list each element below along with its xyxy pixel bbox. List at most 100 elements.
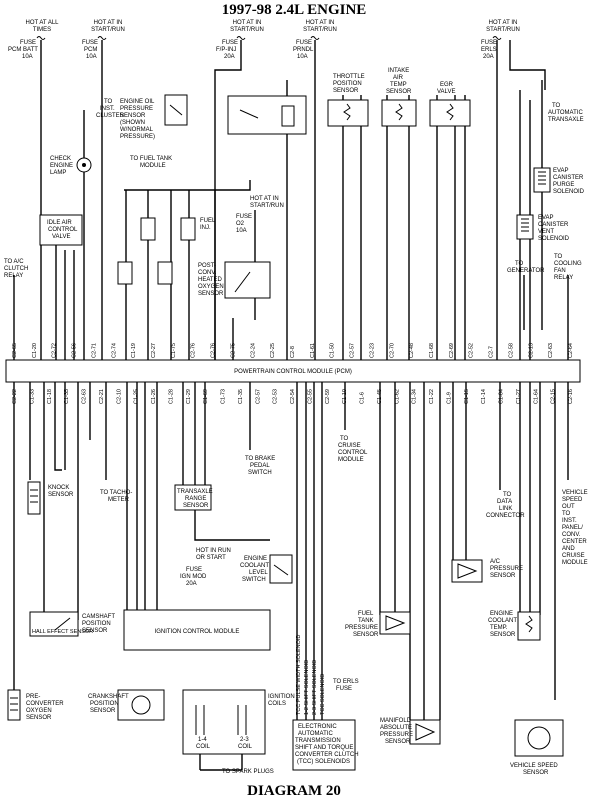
- pcm-pin-label: C2-72: [52, 343, 58, 358]
- svg-text:SENSOR: SENSOR: [490, 573, 516, 579]
- pcm-box: [5, 359, 581, 383]
- crankshaft-position-sensor: CRANKSHAFT POSITION SENSOR: [88, 689, 165, 721]
- vss-out-line: MODULE: [562, 560, 588, 566]
- svg-text:TO: TO: [104, 99, 113, 105]
- camshaft-position-sensor: CAMSHAFT POSITION SENSOR HALL EFFECT SEN…: [29, 611, 115, 637]
- svg-text:CAMSHAFT: CAMSHAFT: [82, 614, 115, 620]
- svg-text:ENGINE OIL: ENGINE OIL: [120, 99, 155, 105]
- svg-text:PRESSURE: PRESSURE: [490, 566, 523, 572]
- pcm-pin-label: C2-23: [369, 343, 375, 358]
- pcm-pin-label: C1-15: [464, 389, 470, 404]
- svg-text:CANISTER: CANISTER: [538, 222, 569, 228]
- svg-text:10A: 10A: [236, 228, 247, 234]
- svg-text:ENGINE: ENGINE: [50, 163, 73, 169]
- svg-text:AUTOMATIC: AUTOMATIC: [548, 110, 583, 116]
- svg-text:OXYGEN: OXYGEN: [198, 284, 224, 290]
- svg-text:SENSOR: SENSOR: [48, 492, 74, 498]
- svg-text:PCM: PCM: [84, 47, 97, 53]
- svg-text:TO BRAKE: TO BRAKE: [245, 456, 275, 462]
- pcm-pin-label: C1-73: [221, 389, 227, 404]
- svg-text:RELAY: RELAY: [4, 273, 23, 279]
- svg-text:CONTROL: CONTROL: [48, 227, 78, 233]
- svg-text:START/RUN: START/RUN: [303, 27, 337, 33]
- to-spark-plugs: TO SPARK PLUGS: [222, 769, 274, 775]
- to-fuel-tank-module: TO FUEL TANK MODULE: [130, 156, 172, 169]
- power-source-prndl: HOT AT IN START/RUN FUSE PRNDL 10A: [293, 20, 337, 60]
- svg-text:SENSOR: SENSOR: [120, 113, 146, 119]
- pcm-pin-label: C2-58: [508, 343, 514, 358]
- svg-text:HOT AT ALL: HOT AT ALL: [25, 20, 59, 26]
- svg-text:THROTTLE: THROTTLE: [333, 74, 365, 80]
- svg-text:CONTROL: CONTROL: [338, 450, 368, 456]
- pcm-pin-label: C1-14: [481, 389, 487, 404]
- pcm-pin-label: C2-10: [116, 389, 122, 404]
- svg-text:20A: 20A: [224, 54, 235, 60]
- svg-text:TO A/C: TO A/C: [4, 259, 24, 265]
- svg-text:START/RUN: START/RUN: [91, 27, 125, 33]
- svg-text:FUSE: FUSE: [82, 40, 98, 46]
- svg-text:1-4: 1-4: [198, 737, 207, 743]
- pcm-pin-label: C2-71: [91, 343, 97, 358]
- to-instrument-cluster: TO INST. CLUSTER: [96, 99, 125, 119]
- pcm-pin-label: C1-29: [186, 389, 192, 404]
- svg-text:TO ERLS: TO ERLS: [333, 679, 359, 685]
- pcm-pin-label: C2-74: [111, 343, 117, 358]
- pcm-pin-label: C2-64: [568, 343, 574, 358]
- tcc-vertical-label: 2-3 SHIFT SOLENOID: [312, 660, 318, 715]
- ignition-coils: IGNITION COILS 1-4 COIL 2-3 COIL TO SPAR…: [182, 689, 295, 775]
- diagram-footer: DIAGRAM 20: [247, 783, 341, 799]
- to-automatic-transaxle: TO AUTOMATIC TRANSAXLE: [548, 103, 584, 123]
- tcc-vertical-label: TCC PULSE WIDTH SOLENOID: [296, 635, 302, 715]
- pcm-pin-label: C2-13: [528, 343, 534, 358]
- evap-purge-solenoid: EVAP CANISTER PURGE SOLENOID: [533, 167, 585, 195]
- svg-text:TRANSAXLE: TRANSAXLE: [177, 489, 213, 495]
- svg-text:SENSOR: SENSOR: [26, 715, 52, 721]
- pcm-pin-label: C2-7: [489, 346, 495, 358]
- svg-text:CLUSTER: CLUSTER: [96, 113, 125, 119]
- svg-text:SENSOR: SENSOR: [333, 88, 359, 94]
- svg-text:TIMES: TIMES: [33, 27, 51, 33]
- bottom-wires: [13, 382, 569, 720]
- svg-text:POSITION: POSITION: [333, 81, 362, 87]
- svg-text:SENSOR: SENSOR: [353, 632, 379, 638]
- vss-out-line: CONV.: [562, 532, 581, 538]
- pcm-pin-label: C2-16: [568, 389, 574, 404]
- svg-text:COOLANT: COOLANT: [240, 563, 269, 569]
- svg-text:TO FUEL TANK: TO FUEL TANK: [130, 156, 172, 162]
- fuse-symbols: [36, 36, 502, 40]
- svg-text:20A: 20A: [186, 581, 197, 587]
- pcm-pin-label: C2-22: [12, 389, 18, 404]
- svg-text:ABSOLUTE: ABSOLUTE: [380, 725, 412, 731]
- svg-text:FUEL: FUEL: [358, 611, 374, 617]
- pcm-pin-label: C1-64: [533, 389, 539, 404]
- svg-text:FAN: FAN: [554, 268, 566, 274]
- svg-text:DATA: DATA: [497, 499, 512, 505]
- svg-text:HOT AT IN: HOT AT IN: [306, 20, 335, 26]
- svg-text:FUSE: FUSE: [481, 40, 497, 46]
- svg-text:POSITION: POSITION: [82, 621, 111, 627]
- svg-text:SENSOR: SENSOR: [183, 503, 209, 509]
- o2-fuse: HOT AT IN START/RUN FUSE O2 10A: [236, 196, 284, 234]
- svg-text:CLUTCH: CLUTCH: [4, 266, 28, 272]
- svg-text:START/RUN: START/RUN: [486, 27, 520, 33]
- vehicle-speed-sensor: VEHICLE SPEED SENSOR: [510, 719, 564, 776]
- vss-out-line: INST.: [562, 518, 577, 524]
- svg-text:KNOCK: KNOCK: [48, 485, 69, 491]
- pcm-pin-label: C2-27: [151, 343, 157, 358]
- pcm-pin-label: C1-62: [394, 389, 400, 404]
- svg-text:FUEL: FUEL: [200, 218, 216, 224]
- svg-text:POST-: POST-: [198, 263, 216, 269]
- transaxle-range-sensor: TRANSAXLE RANGE SENSOR: [174, 484, 213, 511]
- pcm-pin-label: C1-50: [330, 343, 336, 358]
- svg-text:CANISTER: CANISTER: [553, 175, 584, 181]
- svg-text:PRNDL: PRNDL: [293, 47, 314, 53]
- svg-text:SENSOR: SENSOR: [198, 291, 224, 297]
- svg-text:TO: TO: [340, 436, 349, 442]
- pcm-pin-label: C2-75: [230, 343, 236, 358]
- top-wires: [13, 40, 569, 360]
- pcm-pin-label: C1-26: [151, 389, 157, 404]
- fuel-injectors: FUEL INJ.: [117, 217, 216, 285]
- svg-text:CONNECTOR: CONNECTOR: [486, 513, 525, 519]
